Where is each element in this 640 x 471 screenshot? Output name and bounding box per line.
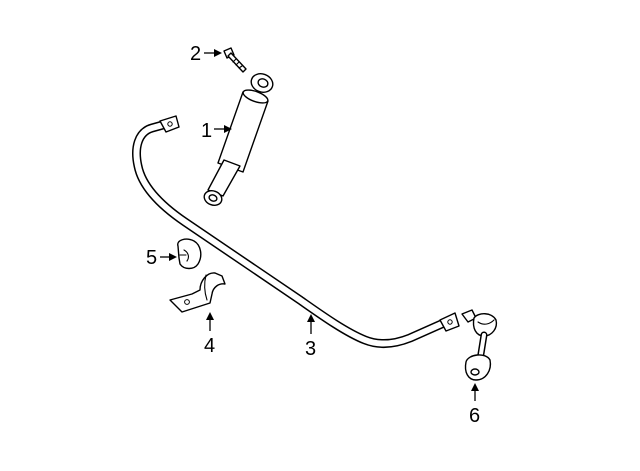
shock-absorber	[203, 73, 274, 206]
stabilizer-bushing	[177, 238, 202, 270]
callout-1: 1	[201, 120, 232, 142]
callout-label-1: 1	[201, 120, 212, 142]
callout-label-2: 2	[190, 43, 201, 65]
stabilizer-bar	[132, 115, 460, 349]
callout-label-4: 4	[204, 335, 215, 357]
stabilizer-link	[461, 309, 498, 381]
callout-4: 4	[204, 312, 215, 357]
bushing-bracket	[169, 272, 226, 313]
shock-bolt	[223, 47, 247, 73]
callout-5: 5	[146, 247, 177, 269]
callout-label-5: 5	[146, 247, 157, 269]
callout-3: 3	[305, 314, 316, 360]
callout-label-6: 6	[469, 405, 480, 427]
callout-2: 2	[190, 43, 222, 65]
callout-6: 6	[469, 383, 480, 427]
callout-label-3: 3	[305, 338, 316, 360]
